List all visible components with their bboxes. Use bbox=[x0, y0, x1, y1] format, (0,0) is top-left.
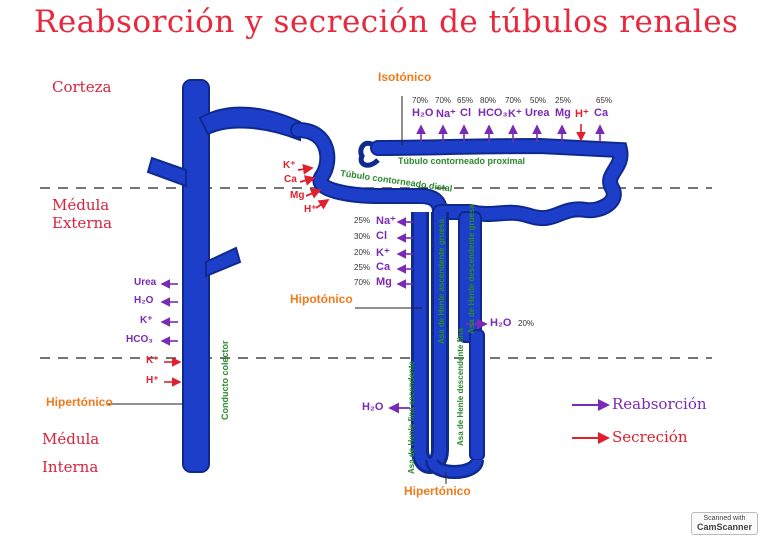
proximal-pct-mg: 25% bbox=[555, 96, 572, 105]
asa-pct-ca: 25% bbox=[354, 263, 371, 272]
scanner-line1: Scanned with bbox=[703, 515, 746, 522]
proximal-pct-urea: 50% bbox=[530, 96, 547, 105]
proximal-pct-na: 70% bbox=[435, 96, 452, 105]
zone-medula-externa-2: Externa bbox=[52, 214, 113, 232]
zone-medula-interna-1: Médula bbox=[42, 430, 100, 448]
label-isotonico: Isotónico bbox=[378, 70, 432, 84]
scanner-line2: CamScanner bbox=[696, 522, 752, 532]
label-hipertonico-bottom: Hipertónico bbox=[404, 484, 471, 498]
asa-pct-k: 20% bbox=[354, 248, 371, 257]
thin-descending-label: Asa de Henle descendente fina bbox=[456, 328, 465, 446]
colector-sec-h: H⁺ bbox=[146, 375, 159, 386]
asc-fina-h2o: H₂O bbox=[362, 401, 384, 413]
colector-sec-k: K⁺ bbox=[146, 355, 159, 366]
proximal-arrows bbox=[416, 124, 605, 142]
proximal-ion-mg: Mg bbox=[555, 107, 571, 119]
label-hipertonico-left: Hipertónico bbox=[46, 395, 113, 409]
thin-descending-segment bbox=[469, 329, 485, 461]
zone-medula-interna-2: Interna bbox=[42, 458, 99, 476]
colector-ion-h2o: H₂O bbox=[134, 295, 154, 306]
proximal-ion-ca: Ca bbox=[594, 107, 609, 119]
proximal-ion-urea: Urea bbox=[525, 107, 550, 119]
asa-ion-na: Na⁺ bbox=[376, 215, 396, 227]
proximal-ion-h: H⁺ bbox=[575, 108, 589, 120]
proximal-pct-ca: 65% bbox=[596, 96, 613, 105]
proximal-ion-na: Na⁺ bbox=[436, 108, 456, 120]
thin-ascending-label: Asa de Henle fina ascendente bbox=[407, 361, 416, 474]
collector-reabsorption-arrows bbox=[160, 279, 178, 346]
asa-ion-k: K⁺ bbox=[376, 247, 390, 259]
thick-ascending-arrows bbox=[396, 217, 413, 289]
proximal-ion-h2o: H₂O bbox=[412, 107, 434, 119]
proximal-ion-cl: Cl bbox=[460, 107, 471, 119]
legend-secrecion: Secreción bbox=[612, 428, 688, 446]
legend-reabsorcion: Reabsorción bbox=[612, 395, 707, 413]
asa-ion-mg: Mg bbox=[376, 276, 392, 288]
diagram-title: Reabsorción y secreción de túbulos renal… bbox=[34, 4, 739, 40]
distal-secretion-arrows bbox=[297, 163, 330, 210]
asa-pct-cl: 30% bbox=[354, 232, 371, 241]
thick-ascending-label: Asa de Henle ascendente gruesa bbox=[437, 219, 446, 344]
proximal-pct-h2o: 70% bbox=[412, 96, 429, 105]
colector-ion-k: K⁺ bbox=[140, 315, 153, 326]
asa-ion-cl: Cl bbox=[376, 230, 387, 242]
distal-ion-ca: Ca bbox=[284, 174, 297, 185]
proximal-ion-hco3: HCO₃ bbox=[478, 107, 508, 119]
proximal-ion-k: K⁺ bbox=[508, 108, 522, 120]
colector-ion-urea: Urea bbox=[134, 277, 157, 288]
collector-secretion-arrows bbox=[164, 357, 182, 387]
asa-pct-na: 25% bbox=[354, 216, 371, 225]
colector-ion-hco3: HCO₃ bbox=[126, 334, 153, 345]
proximal-pct-k: 70% bbox=[505, 96, 522, 105]
label-hipotonico: Hipotónico bbox=[290, 292, 353, 306]
thick-descending-label: Asa de Henle descendente gruesa bbox=[467, 204, 476, 334]
distal-ion-mg: Mg bbox=[290, 190, 305, 201]
collecting-duct-label: Conducto colector bbox=[220, 340, 230, 420]
proximal-pct-cl: 65% bbox=[457, 96, 474, 105]
desc-fina-h2o: H₂O bbox=[490, 317, 512, 329]
distal-ion-k: K⁺ bbox=[283, 160, 296, 171]
desc-fina-h2o-pct: 20% bbox=[518, 319, 535, 328]
zone-corteza: Corteza bbox=[52, 78, 112, 96]
collecting-duct bbox=[146, 79, 301, 473]
distal-ion-h: H⁺ bbox=[304, 204, 317, 215]
proximal-tubule-label: Túbulo contorneado proximal bbox=[398, 156, 526, 166]
scanner-watermark: Scanned with CamScanner bbox=[690, 512, 758, 535]
proximal-pct-hco3: 80% bbox=[480, 96, 497, 105]
asa-ion-ca: Ca bbox=[376, 261, 391, 273]
bowman-capsule bbox=[358, 140, 380, 168]
asa-pct-mg: 70% bbox=[354, 278, 371, 287]
zone-medula-externa-1: Médula bbox=[52, 196, 110, 214]
